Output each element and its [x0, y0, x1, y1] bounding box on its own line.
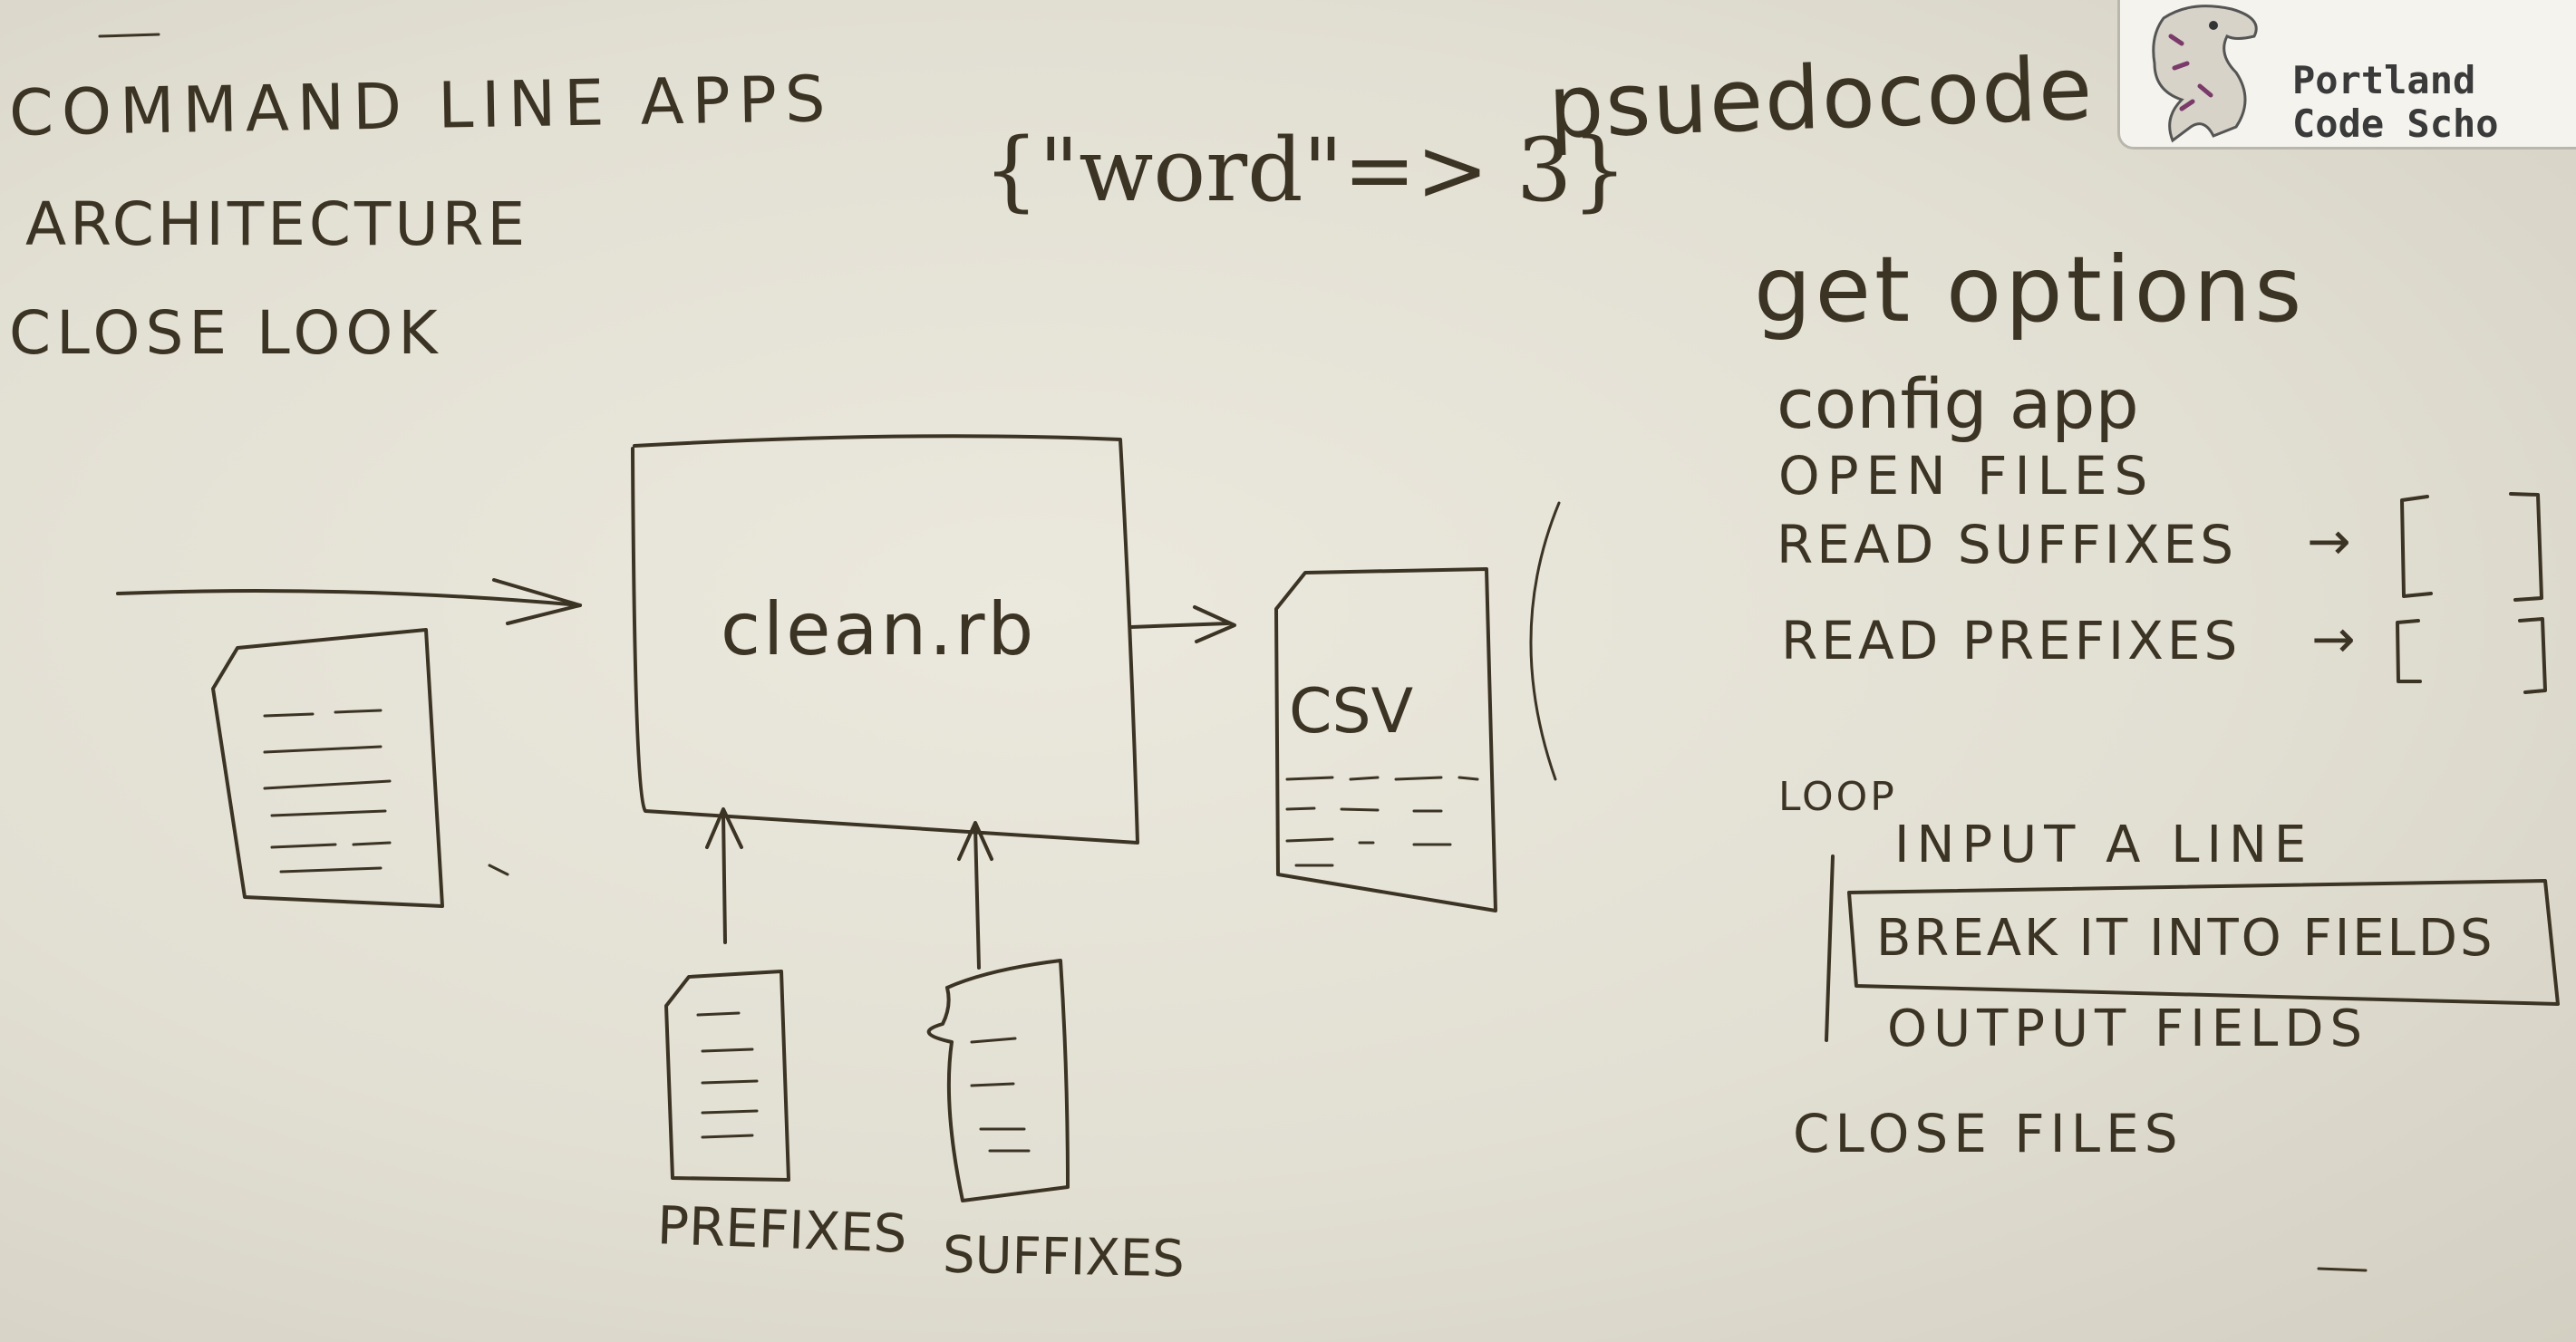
output-arrow-head [1193, 605, 1236, 643]
hash-example: {"word"=> 3} [983, 120, 1628, 221]
step-close-files: CLOSE FILES [1793, 1103, 2184, 1164]
loop-label: LOOP [1778, 774, 1897, 820]
decorative-curve [1529, 501, 1561, 781]
suffixes-lines [970, 1037, 1031, 1153]
prefixes-lines [696, 1011, 759, 1139]
highlight-box [1847, 879, 2560, 1006]
step-read-prefixes: READ PREFIXES [1781, 610, 2242, 671]
input-arrow [116, 588, 582, 607]
prefixes-label: PREFIXES [655, 1194, 908, 1265]
logo-line-1: Portland [2292, 58, 2476, 102]
step-config-app: config app [1777, 363, 2139, 444]
suffixes-array-icon [2400, 492, 2543, 602]
input-arrow-head [492, 578, 582, 625]
title-line-2: ARCHITECTURE [25, 189, 529, 259]
prefixes-array-icon [2396, 617, 2547, 694]
title-line-1: COMMAND LINE APPS [8, 62, 835, 150]
clean-rb-label: clean.rb [721, 587, 1037, 671]
output-arrow [1129, 622, 1230, 629]
input-document-icon [211, 628, 444, 908]
dinosaur-icon [2152, 5, 2258, 143]
suffixes-label: SUFFIXES [942, 1225, 1186, 1289]
prefixes-arrow-head [705, 807, 743, 849]
suffixes-arrow [973, 825, 981, 970]
prefixes-arrow-glyph: → [2311, 608, 2356, 670]
portland-code-school-logo: Portland Code Scho [2117, 0, 2576, 150]
stray-mark-top [98, 33, 160, 38]
suffixes-arrow-glyph: → [2307, 510, 2351, 572]
input-document-lines [263, 709, 392, 874]
prefixes-document-icon [664, 970, 790, 1182]
stray-mark-mid [488, 864, 509, 876]
loop-bar [1825, 854, 1835, 1042]
loop-step-break: BREAK IT INTO FIELDS [1876, 909, 2495, 968]
loop-step-output: OUTPUT FIELDS [1887, 999, 2369, 1058]
clean-rb-box [631, 434, 1139, 845]
suffixes-document-icon [927, 959, 1070, 1202]
step-open-files: OPEN FILES [1778, 445, 2155, 507]
csv-document-icon [1274, 567, 1497, 912]
csv-rows [1285, 776, 1479, 867]
suffixes-arrow-head [957, 821, 993, 861]
prefixes-arrow [721, 812, 727, 944]
loop-step-input: INPUT A LINE [1894, 816, 2314, 874]
pseudocode-heading: get options [1754, 237, 2306, 343]
stray-mark-bottom [2317, 1267, 2368, 1272]
title-line-3: CLOSE LOOK [9, 298, 443, 368]
logo-line-2: Code Scho [2292, 101, 2499, 146]
pseudocode-label: psuedocode [1546, 37, 2096, 159]
step-read-suffixes: READ SUFFIXES [1777, 514, 2238, 575]
csv-label: CSV [1289, 676, 1414, 748]
